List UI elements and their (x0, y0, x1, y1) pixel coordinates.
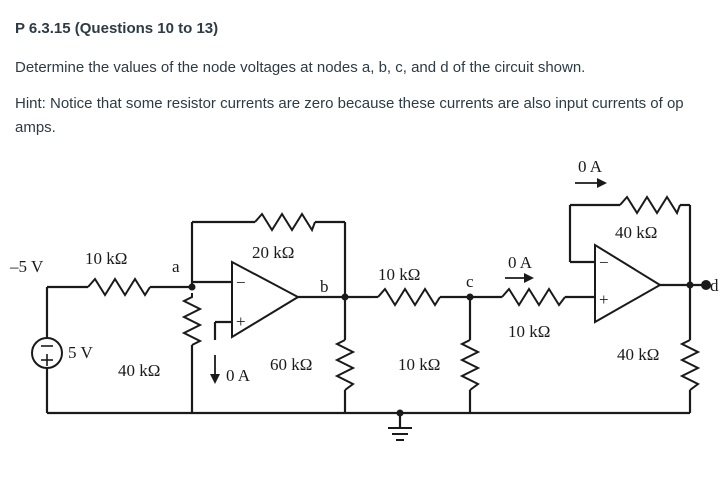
r-series-2-label: 10 kΩ (508, 322, 550, 341)
resistor-ground-c-zigzag (459, 339, 481, 391)
r-ground-d-label: 40 kΩ (617, 345, 659, 364)
op-amp-1-plus-label: + (236, 312, 246, 331)
circuit-wires (45, 203, 703, 428)
node-b-label: b (320, 277, 329, 296)
node-a-label: a (172, 257, 180, 276)
r-series-bc-label: 10 kΩ (378, 265, 420, 284)
resistor-input-zigzag (87, 277, 151, 297)
current-arrow-input-1 (210, 355, 220, 384)
resistor-feedback-1-zigzag (254, 212, 316, 233)
resistor-ground-d-zigzag (679, 339, 701, 391)
op-amp-2-plus-label: + (599, 290, 609, 309)
source-5v-label: 5 V (68, 343, 93, 362)
resistor-series-bc-zigzag (377, 287, 441, 307)
current-input-2-label: 0 A (508, 253, 533, 272)
r-ground-c-label: 10 kΩ (398, 355, 440, 374)
op-amp-1-minus-label: − (236, 273, 246, 292)
current-input-1-label: 0 A (226, 366, 251, 385)
r-feedback-1-label: 20 kΩ (252, 243, 294, 262)
question-instruction: Determine the values of the node voltage… (15, 59, 586, 76)
node-dots (188, 280, 711, 417)
source-left-voltage-label: –5 V (9, 257, 44, 276)
op-amp-2: − + (594, 243, 662, 324)
current-arrow-top (575, 178, 607, 188)
resistor-feedback-2-zigzag (619, 195, 681, 216)
r-input-label: 10 kΩ (85, 249, 127, 268)
op-amp-1: − + (231, 260, 301, 339)
question-hint: Hint: Notice that some resistor currents… (15, 95, 684, 136)
current-arrow-input-2 (505, 273, 534, 283)
op-amp-2-minus-label: − (599, 253, 609, 272)
r-ground-b-label: 60 kΩ (270, 355, 312, 374)
resistor-ground-b-zigzag (334, 339, 356, 391)
node-d-label: d (710, 276, 719, 295)
r-feedback-2-label: 40 kΩ (615, 223, 657, 242)
resistor-ground-a-zigzag (181, 293, 203, 346)
voltage-source-5v (31, 337, 63, 369)
node-c-label: c (466, 272, 474, 291)
ground-symbol (388, 427, 412, 441)
current-top-label: 0 A (578, 157, 603, 176)
question-title: P 6.3.15 (Questions 10 to 13) (15, 20, 219, 37)
circuit-diagram: − + − + –5 V 5 V (9, 157, 719, 441)
r-ground-a-label: 40 kΩ (118, 361, 160, 380)
resistor-series-2-zigzag (501, 287, 566, 307)
